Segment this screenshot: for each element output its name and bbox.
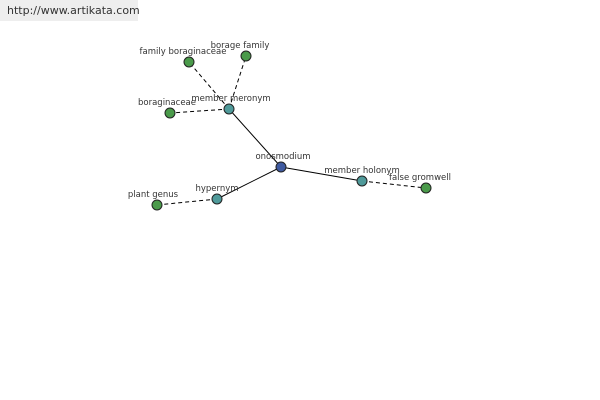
node-label-borage-family[interactable]: borage family <box>211 41 270 51</box>
edge-center-to-member-meronym <box>228 108 282 168</box>
node-label-member-meronym[interactable]: member meronym <box>191 94 270 104</box>
node-family-boraginaceae[interactable] <box>183 56 195 68</box>
edge-member-meronym-to-family-boraginaceae <box>188 61 230 110</box>
edge-center-to-member-holonym <box>280 166 363 182</box>
edge-member-meronym-to-boraginaceae <box>169 108 230 114</box>
node-member-holonym[interactable] <box>356 175 368 187</box>
labels-layer: onosmodium member meronym member holonym hy… <box>128 41 451 200</box>
node-center[interactable] <box>275 161 287 173</box>
node-label-hypernym[interactable]: hypernym <box>195 184 238 194</box>
edge-member-meronym-to-borage-family <box>228 55 247 110</box>
node-false-gromwell[interactable] <box>420 182 432 194</box>
node-label-false-gromwell[interactable]: false gromwell <box>389 173 451 183</box>
node-label-family-boraginaceae[interactable]: family boraginaceae <box>140 47 227 57</box>
node-label-member-holonym[interactable]: member holonym <box>324 166 399 176</box>
edge-hypernym-to-plant-genus <box>156 198 218 206</box>
node-hypernym[interactable] <box>211 193 223 205</box>
site-url-banner[interactable]: http://www.artikata.com <box>0 0 140 21</box>
edge-center-to-hypernym <box>216 166 282 200</box>
edges-layer <box>156 55 427 206</box>
nodes-layer <box>151 50 432 211</box>
node-label-boraginaceae[interactable]: boraginaceae <box>138 98 196 108</box>
node-member-meronym[interactable] <box>223 103 235 115</box>
node-label-center[interactable]: onosmodium <box>255 152 310 162</box>
node-plant-genus[interactable] <box>151 199 163 211</box>
edge-member-holonym-to-false-gromwell <box>361 180 427 189</box>
node-boraginaceae[interactable] <box>164 107 176 119</box>
node-label-plant-genus[interactable]: plant genus <box>128 190 179 200</box>
node-borage-family[interactable] <box>240 50 252 62</box>
